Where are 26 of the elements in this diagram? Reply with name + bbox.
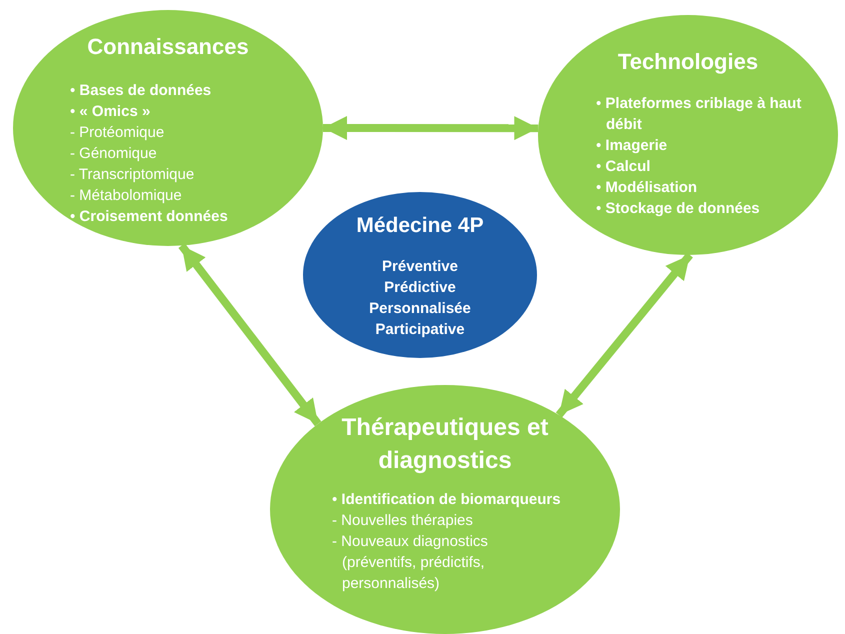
attribute-text: Prédictive — [383, 278, 457, 298]
list-item: • « Omics » — [70, 102, 152, 122]
list-item: • Croisement données — [70, 207, 229, 227]
double-arrow — [178, 243, 322, 426]
double-arrow — [556, 252, 693, 418]
attribute-text: Personnalisée — [368, 299, 472, 319]
list-item: • Stockage de données — [596, 199, 761, 219]
node-heading: Thérapeutiques et diagnostics — [340, 413, 550, 476]
list-item: • Modélisation — [596, 178, 698, 198]
list-item: - Transcriptomique — [70, 165, 196, 185]
list-item: • Bases de données — [70, 81, 212, 101]
list-item: • Plateformes criblage à haut débit — [596, 94, 802, 135]
list-item: - Nouveaux diagnostics (préventifs, prédictifs, personnalisés) — [332, 532, 489, 594]
list-item: - Génomique — [70, 144, 158, 164]
node-heading: Médecine 4P — [355, 213, 485, 239]
attribute-text: Participative — [374, 320, 466, 340]
double-arrow — [323, 116, 538, 140]
list-item: - Protéomique — [70, 123, 166, 143]
list-item: - Métabolomique — [70, 186, 183, 206]
list-item: - Nouvelles thérapies — [332, 511, 474, 531]
attribute-text: Préventive — [381, 257, 459, 277]
list-item: • Identification de biomarqueurs — [332, 490, 562, 510]
list-item: • Imagerie — [596, 136, 668, 156]
node-heading: Technologies — [616, 48, 760, 76]
list-item: • Calcul — [596, 157, 652, 177]
node-heading: Connaissances — [86, 33, 250, 61]
